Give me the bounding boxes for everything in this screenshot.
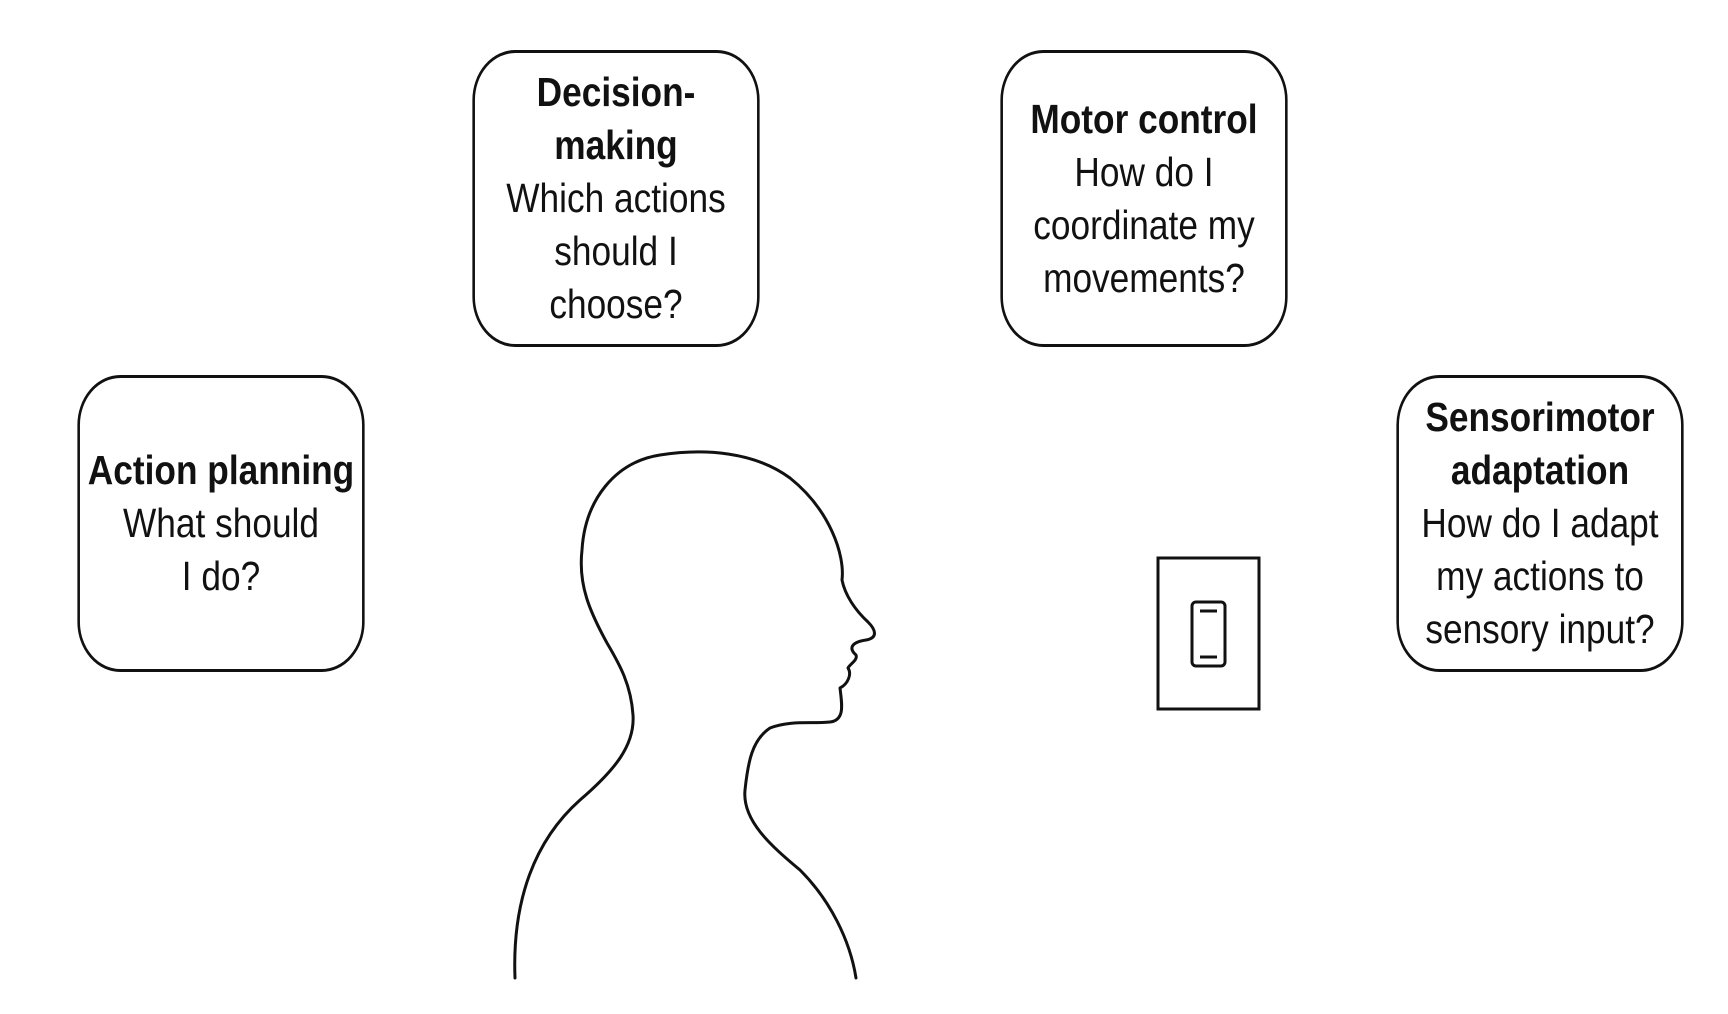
- motor-control-box: Motor control How do I coordinate my mov…: [1000, 50, 1288, 347]
- sensorimotor-adaptation-question: How do I adapt my actions to sensory inp…: [1421, 500, 1659, 652]
- human-head-profile-icon: [513, 450, 876, 980]
- action-planning-question: What should I do?: [123, 500, 319, 599]
- motor-control-title: Motor control: [1030, 95, 1258, 142]
- action-planning-title: Action planning: [87, 447, 355, 493]
- action-planning-box: Action planning What should I do?: [77, 375, 365, 672]
- motor-control-question: How do I coordinate my movements?: [1033, 148, 1255, 301]
- decision-making-title-text: Decision- making: [536, 69, 696, 168]
- decision-making-title: Decision- making: [537, 66, 696, 172]
- decision-making-question: Which actions should I choose?: [506, 175, 726, 327]
- sensorimotor-adaptation-title: Sensorimotor adaptation: [1425, 394, 1655, 493]
- light-switch-icon: [1156, 556, 1261, 711]
- switch-toggle: [1190, 600, 1227, 668]
- decision-making-box: Decision- making Which actions should I …: [472, 50, 760, 347]
- sensorimotor-adaptation-box: Sensorimotor adaptation How do I adapt m…: [1396, 375, 1684, 672]
